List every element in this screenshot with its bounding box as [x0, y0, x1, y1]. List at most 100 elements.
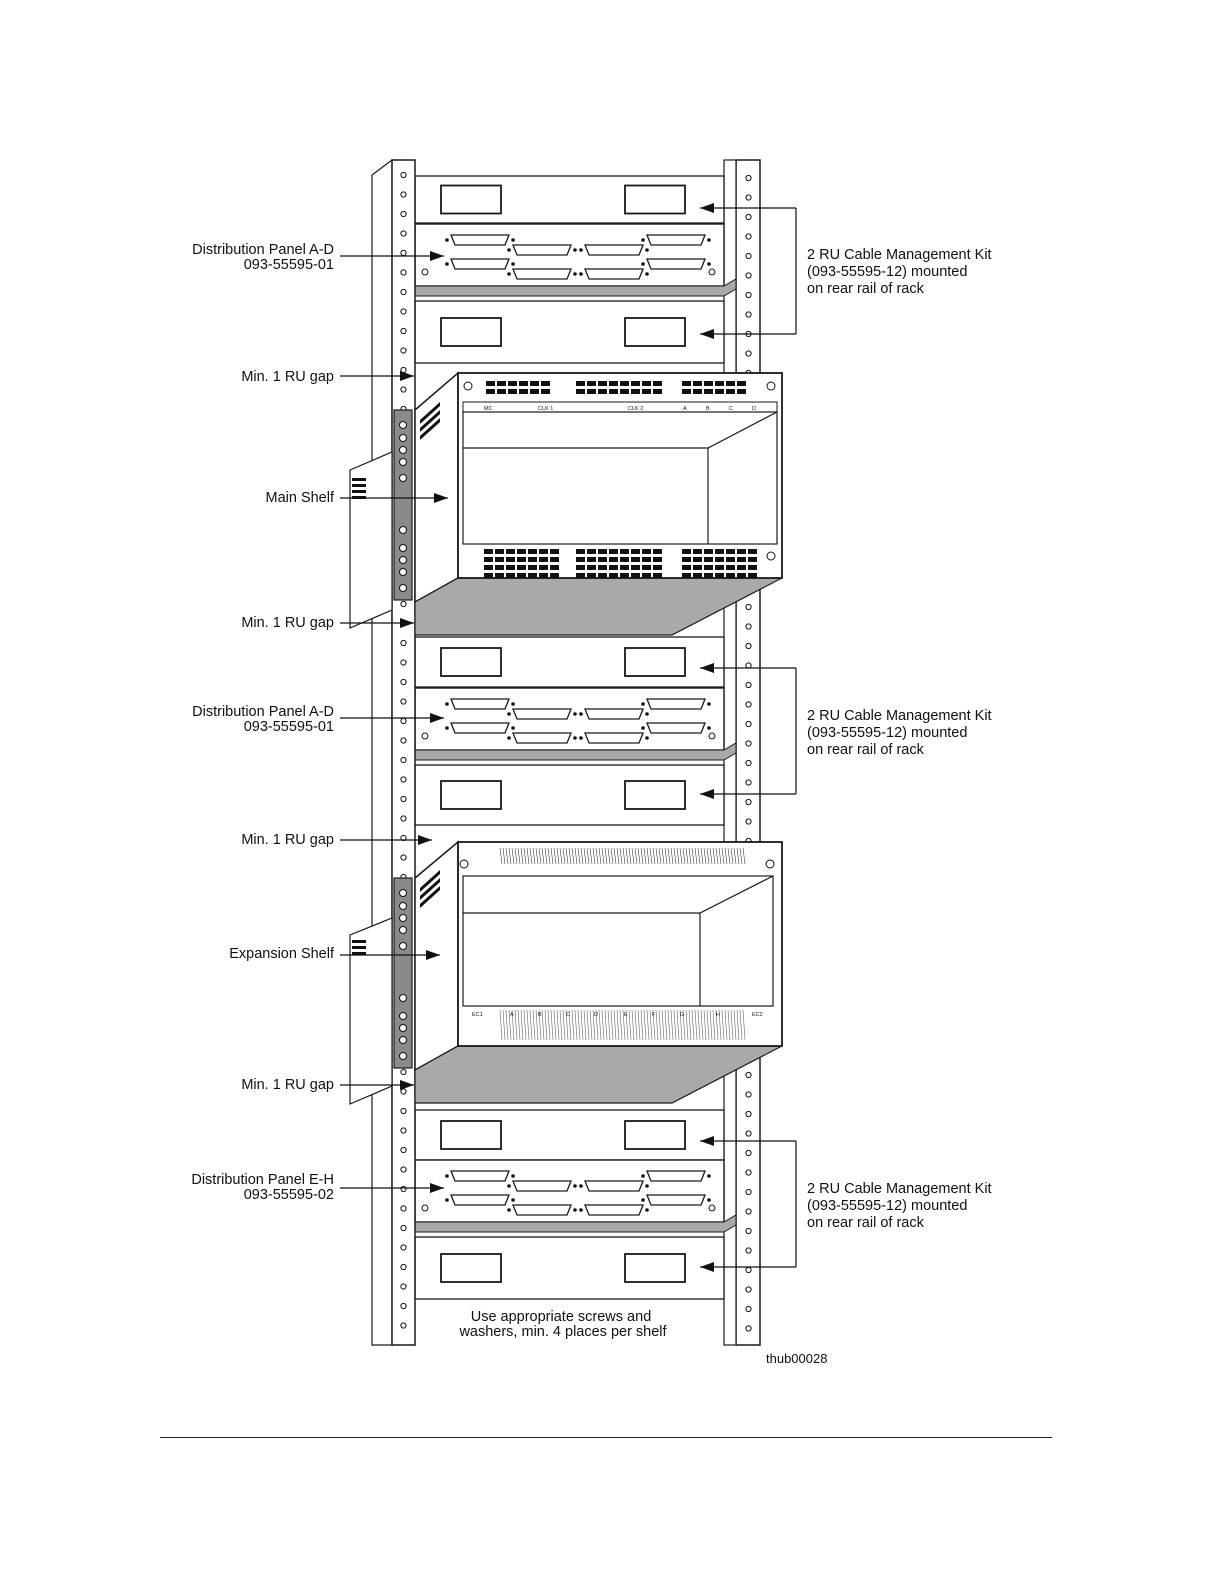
rear-rail-hole: [745, 1071, 752, 1079]
callout-arrow: [340, 835, 432, 845]
connector-block: [631, 381, 640, 386]
connector: [584, 244, 644, 256]
front-rail-hole: [400, 1185, 407, 1193]
cable-management-bracket: [414, 175, 725, 224]
vent-line: [658, 1009, 662, 1041]
connector: [512, 244, 572, 256]
vent-line: [724, 847, 728, 865]
callout-arrow: [700, 789, 796, 799]
connector-block: [587, 557, 596, 562]
front-rail-hole: [400, 171, 407, 179]
connector: [450, 234, 510, 246]
connector-block: [598, 573, 607, 578]
connector-block: [704, 381, 713, 386]
connector-block: [576, 565, 585, 570]
front-rail: [371, 158, 416, 1346]
callout-arrow: [340, 1183, 444, 1193]
vent-line: [529, 847, 533, 865]
callout-arrow: [340, 950, 440, 960]
connector-block: [517, 565, 526, 570]
connector-block: [587, 381, 596, 386]
vent-line: [736, 847, 740, 865]
vent-line: [727, 847, 731, 865]
connector-block: [642, 565, 651, 570]
vent-line: [604, 847, 608, 865]
connector-block: [737, 381, 746, 386]
vent-line: [637, 1009, 641, 1041]
vent-line: [649, 847, 653, 865]
connector-block: [704, 557, 713, 562]
connector-block: [726, 389, 735, 394]
connector-block: [653, 557, 662, 562]
cable-slot: [440, 317, 502, 347]
vent-line: [742, 847, 746, 865]
vent-line: [520, 1009, 524, 1041]
distribution-panel: [414, 687, 737, 761]
connector-block: [508, 381, 517, 386]
right-callouts: 2 RU Cable Management Kit (093-55595-12) …: [700, 203, 992, 1272]
connector-block: [715, 573, 724, 578]
vent-line: [730, 847, 734, 865]
front-rail-hole: [400, 854, 407, 861]
connector-block: [748, 549, 757, 554]
connector-block: [541, 389, 550, 394]
front-rail-hole: [400, 1146, 407, 1154]
front-rail-hole: [400, 1166, 407, 1173]
connector-block: [682, 381, 691, 386]
callout-label: on rear rail of rack: [807, 281, 925, 297]
vent-line: [577, 847, 581, 865]
rear-rail-hole: [745, 1247, 752, 1254]
connector-block: [653, 389, 662, 394]
vent-line: [535, 1009, 539, 1041]
rear-rail-hole: [745, 642, 752, 650]
vent-line: [499, 847, 503, 865]
callout-label: Distribution Panel A-D: [192, 242, 334, 258]
connector-block: [587, 573, 596, 578]
slot-label: D: [594, 1012, 598, 1018]
slot-label: E: [624, 1012, 628, 1018]
vent-line: [550, 847, 554, 865]
connector: [512, 732, 572, 744]
connector: [646, 258, 706, 270]
connector-block: [682, 557, 691, 562]
vent-line: [616, 847, 620, 865]
slot-label: D: [752, 406, 756, 412]
vent-line: [685, 1009, 689, 1041]
vent-line: [682, 1009, 686, 1041]
connector-block: [653, 381, 662, 386]
vent-line: [709, 1009, 713, 1041]
vent-line: [517, 1009, 521, 1041]
connector-block: [519, 389, 528, 394]
front-rail-hole: [400, 347, 407, 354]
vent-line: [586, 847, 590, 865]
vent-line: [646, 1009, 650, 1041]
callout-label: 093-55595-01: [244, 257, 334, 273]
connector-block: [497, 389, 506, 394]
connector-block: [642, 389, 651, 394]
vent-line: [634, 847, 638, 865]
front-rail-hole: [400, 698, 407, 705]
front-rail-hole: [400, 288, 407, 296]
vent-line: [691, 847, 695, 865]
connector: [512, 1204, 572, 1216]
connector-block: [576, 557, 585, 562]
vent-line: [526, 847, 530, 865]
connector-block: [704, 549, 713, 554]
vent-line: [661, 1009, 665, 1041]
cable-slot: [440, 1253, 502, 1283]
vent-line: [739, 1009, 743, 1041]
callout-label: 093-55595-02: [244, 1187, 334, 1203]
callout-label: (093-55595-12) mounted: [807, 725, 967, 741]
vent-line: [664, 1009, 668, 1041]
rear-rail-hole: [745, 174, 752, 182]
slot-label: CLK 2: [628, 406, 643, 412]
callout-label: 2 RU Cable Management Kit: [807, 1181, 992, 1197]
vent-line: [583, 847, 587, 865]
connector-block: [598, 381, 607, 386]
connector-block: [528, 573, 537, 578]
connector-block: [737, 573, 746, 578]
vent-line: [505, 847, 509, 865]
connector-block: [550, 565, 559, 570]
